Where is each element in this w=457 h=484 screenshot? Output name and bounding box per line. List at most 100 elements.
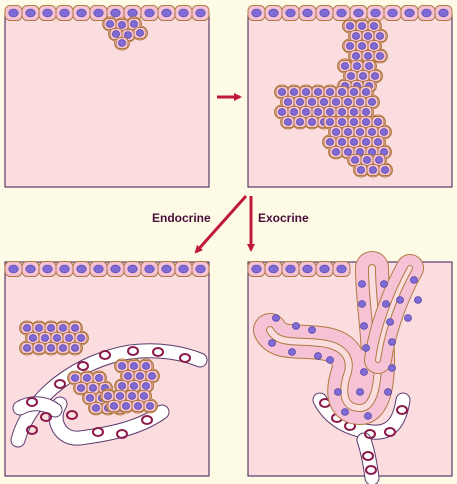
epithelial-cell-icon bbox=[323, 116, 337, 128]
epithelial-cell-icon bbox=[317, 96, 331, 108]
epithelial-cell-icon bbox=[131, 400, 145, 412]
epithelial-cell-icon bbox=[332, 5, 351, 21]
epithelial-cell-icon bbox=[133, 27, 147, 39]
epithelial-cell-icon bbox=[371, 136, 385, 148]
epithelial-cell-icon bbox=[115, 360, 129, 372]
epithelial-cell-icon bbox=[89, 261, 108, 277]
exocrine-duct bbox=[253, 251, 424, 426]
epithelial-cell-icon bbox=[119, 400, 133, 412]
red-blood-cell-icon bbox=[40, 412, 52, 422]
panel-epithelium-proliferation bbox=[247, 5, 453, 188]
epithelial-cell-icon bbox=[367, 40, 381, 52]
epithelial-cell-icon bbox=[410, 276, 418, 284]
epithelial-cell-icon bbox=[329, 146, 343, 158]
epithelial-cell-icon bbox=[123, 261, 142, 277]
epithelial-cell-icon bbox=[372, 154, 386, 166]
epithelial-cell-icon bbox=[288, 348, 296, 356]
epithelial-cell-icon bbox=[364, 412, 372, 420]
epithelial-cell-icon bbox=[355, 20, 369, 32]
red-blood-cell-icon bbox=[127, 346, 139, 356]
epithelial-cell-icon bbox=[341, 96, 355, 108]
epithelial-cell-icon bbox=[361, 50, 375, 62]
red-blood-cell-icon bbox=[152, 347, 164, 357]
epithelial-cell-icon bbox=[353, 96, 367, 108]
epithelial-cell-icon bbox=[359, 116, 373, 128]
epithelial-cell-icon bbox=[127, 360, 141, 372]
epithelial-cell-icon bbox=[106, 261, 125, 277]
epithelial-cell-icon bbox=[329, 96, 343, 108]
epithelial-cell-icon bbox=[335, 86, 349, 98]
epithelial-cell-icon bbox=[38, 5, 57, 21]
epithelial-cell-icon bbox=[55, 261, 74, 277]
panel-exocrine-gland bbox=[247, 251, 453, 484]
epithelial-cell-icon bbox=[349, 50, 363, 62]
epithelial-cell-icon bbox=[311, 86, 325, 98]
epithelial-cell-icon bbox=[361, 30, 375, 42]
epithelial-cell-icon bbox=[334, 388, 342, 396]
epithelial-cell-icon bbox=[133, 370, 147, 382]
epithelial-cell-icon bbox=[326, 356, 334, 364]
epithelial-cell-icon bbox=[323, 136, 337, 148]
red-blood-cell-icon bbox=[26, 425, 38, 435]
epithelial-cell-icon bbox=[335, 106, 349, 118]
epithelial-cell-icon bbox=[281, 5, 300, 21]
epithelial-cell-icon bbox=[347, 136, 361, 148]
epithelial-cell-icon bbox=[4, 261, 23, 277]
epithelial-cell-icon bbox=[264, 5, 283, 21]
label-endocrine: Endocrine bbox=[152, 211, 211, 225]
epithelial-cell-icon bbox=[89, 402, 103, 414]
epithelial-cell-icon bbox=[343, 20, 357, 32]
epithelial-cell-icon bbox=[55, 5, 74, 21]
epithelial-cell-icon bbox=[32, 342, 46, 354]
epithelial-cell-icon bbox=[349, 30, 363, 42]
red-blood-cell-icon bbox=[116, 429, 128, 439]
red-blood-cell-icon bbox=[365, 465, 377, 475]
epithelial-cell-icon bbox=[343, 40, 357, 52]
epithelial-cell-icon bbox=[350, 60, 364, 72]
red-blood-cell-icon bbox=[364, 429, 376, 439]
epithelial-cell-icon bbox=[281, 96, 295, 108]
epithelial-cell-icon bbox=[373, 50, 387, 62]
epithelial-cell-icon bbox=[174, 261, 193, 277]
epithelial-cell-icon bbox=[56, 322, 70, 334]
epithelial-cell-icon bbox=[113, 390, 127, 402]
epithelial-cell-icon bbox=[404, 314, 412, 322]
epithelial-cell-icon bbox=[366, 5, 385, 21]
red-blood-cell-icon bbox=[66, 410, 78, 420]
epithelial-cell-icon bbox=[362, 344, 370, 352]
epithelial-cell-icon bbox=[298, 5, 317, 21]
epithelial-cell-icon bbox=[38, 261, 57, 277]
epithelial-cell-icon bbox=[247, 261, 266, 277]
epithelial-cell-icon bbox=[298, 261, 317, 277]
epithelial-cell-icon bbox=[32, 322, 46, 334]
epithelial-cell-icon bbox=[157, 5, 176, 21]
epithelial-cell-icon bbox=[72, 261, 91, 277]
epithelial-cell-icon bbox=[281, 261, 300, 277]
epithelial-cell-icon bbox=[386, 318, 394, 326]
epithelial-cell-icon bbox=[44, 342, 58, 354]
epithelial-cell-icon bbox=[341, 408, 349, 416]
epithelial-cell-icon bbox=[414, 296, 422, 304]
epithelial-cell-icon bbox=[83, 392, 97, 404]
label-exocrine: Exocrine bbox=[258, 211, 309, 225]
epithelial-cell-icon bbox=[107, 400, 121, 412]
epithelial-cell-icon bbox=[50, 332, 64, 344]
panel-epithelium-bud bbox=[4, 5, 210, 188]
epithelial-cell-icon bbox=[275, 86, 289, 98]
epithelial-cell-icon bbox=[140, 5, 159, 21]
epithelial-cell-icon bbox=[355, 40, 369, 52]
epithelial-cell-icon bbox=[417, 5, 436, 21]
epithelial-cell-icon bbox=[360, 154, 374, 166]
epithelial-cell-icon bbox=[56, 342, 70, 354]
epithelial-cell-icon bbox=[247, 5, 266, 21]
epithelial-cell-icon bbox=[139, 380, 153, 392]
epithelial-cell-icon bbox=[80, 372, 94, 384]
epithelial-cell-icon bbox=[349, 5, 368, 21]
epithelial-cell-icon bbox=[323, 106, 337, 118]
epithelial-cell-icon bbox=[268, 339, 276, 347]
epithelial-cell-icon bbox=[388, 338, 396, 346]
epithelial-cell-icon bbox=[44, 322, 58, 334]
epithelial-cell-icon bbox=[287, 106, 301, 118]
epithelial-cell-icon bbox=[4, 5, 23, 21]
